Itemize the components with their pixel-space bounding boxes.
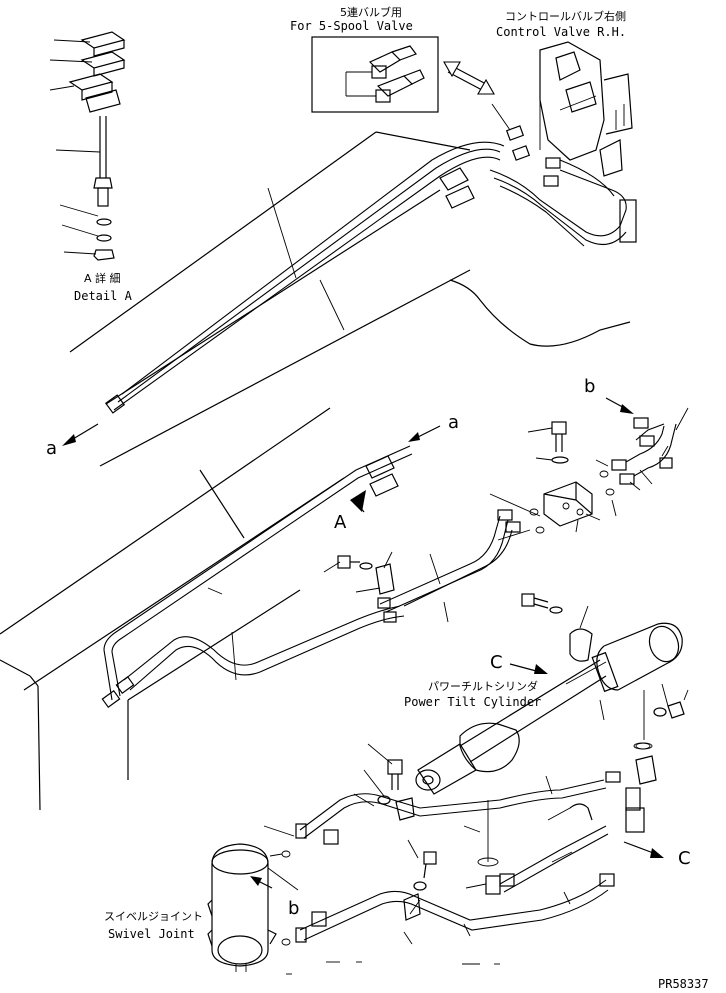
ref-letter-b-top: b	[584, 376, 595, 397]
swivel-jp-label: スイベルジョイント	[104, 910, 203, 923]
ref-letter-c-top: C	[490, 652, 503, 673]
detail-a-en-label: Detail A	[74, 289, 133, 303]
valve-block	[489, 407, 689, 541]
detail-a-assembly	[49, 31, 126, 261]
part-number-label: PR58337	[658, 977, 709, 991]
ref-letter-a-left: a	[46, 438, 57, 459]
control-valve-jp-label: コントロールバルブ右側	[505, 9, 626, 23]
detail-a-jp-label: A 詳 細	[84, 271, 121, 285]
arrow-a-left	[62, 423, 99, 446]
five-spool-inset-box	[311, 36, 439, 113]
lower-hoses	[263, 742, 657, 946]
view-arrow-a	[350, 490, 366, 513]
bottom-marks	[286, 961, 500, 975]
arrow-c-top	[509, 661, 607, 685]
power-tilt-jp-label: パワーチルトシリンダ	[428, 679, 538, 693]
arrow-b-top	[605, 397, 634, 414]
upper-frame-outline	[69, 131, 631, 467]
five-spool-jp-label: 5連バルブ用	[340, 5, 402, 19]
swivel-en-label: Swivel Joint	[108, 927, 195, 941]
arrow-b-bottom	[250, 867, 299, 891]
middle-frame-outline	[0, 407, 345, 811]
power-tilt-en-label: Power Tilt Cylinder	[404, 695, 541, 709]
ref-letter-a-right: a	[448, 412, 459, 433]
power-tilt-cylinder	[415, 593, 689, 795]
block-to-pipes	[377, 509, 521, 623]
middle-pipes	[101, 445, 413, 708]
control-valve-hoses	[489, 159, 637, 247]
arrow-a-right	[408, 425, 441, 442]
five-spool-fittings	[345, 45, 425, 103]
middle-clamps	[207, 551, 449, 681]
ref-letter-b-bottom: b	[288, 898, 299, 919]
ref-letter-view-a: A	[334, 512, 347, 533]
five-spool-en-label: For 5-Spool Valve	[290, 19, 413, 33]
swivel-joint	[207, 843, 277, 972]
upper-pipes	[104, 141, 505, 414]
arrow-c-right	[623, 841, 664, 858]
control-valve-en-label: Control Valve R.H.	[496, 25, 626, 39]
control-valve-fittings	[491, 95, 597, 187]
control-valve-body	[539, 41, 633, 177]
double-arrow	[443, 61, 495, 95]
ref-letter-c-right: C	[678, 848, 691, 869]
